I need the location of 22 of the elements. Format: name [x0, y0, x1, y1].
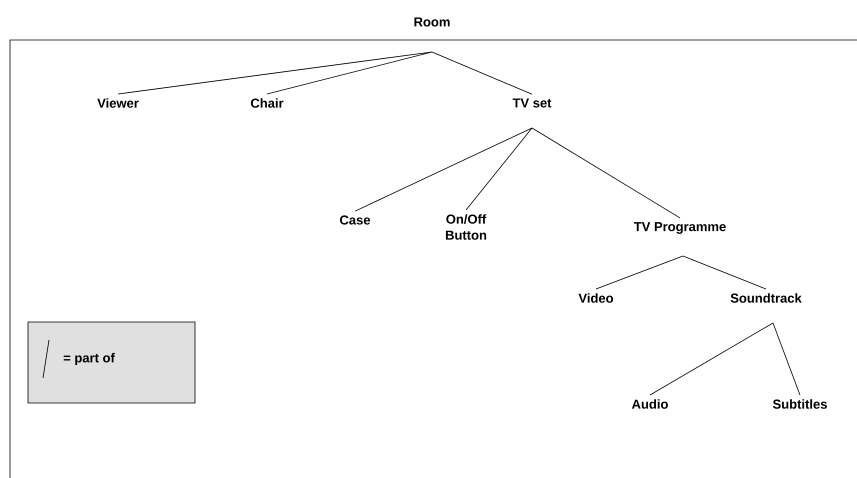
node-label: Subtitles: [772, 399, 827, 409]
tree-line: [682, 256, 766, 290]
node-label: Soundtrack: [730, 293, 802, 303]
node-label: Audio: [632, 399, 668, 409]
node-label: On/Off Button: [446, 214, 486, 240]
node-label: Viewer: [97, 98, 139, 108]
node-label: Case: [340, 215, 370, 225]
tree-line: [596, 256, 684, 290]
legend-text: = part of: [64, 352, 115, 366]
tree-line: [118, 52, 432, 94]
node-label: Video: [578, 293, 614, 303]
tree-line: [432, 52, 532, 95]
node-label: Room: [414, 17, 450, 27]
tree-line: [772, 322, 800, 396]
tree-line: [466, 128, 532, 210]
node-label: TV Programme: [634, 222, 726, 234]
node-label: TV set: [512, 98, 552, 108]
tree-line: [532, 128, 680, 218]
tree-line: [650, 322, 774, 396]
tree-line: [266, 52, 432, 94]
node-label: Chair: [250, 98, 284, 108]
tree-line: [354, 128, 532, 212]
